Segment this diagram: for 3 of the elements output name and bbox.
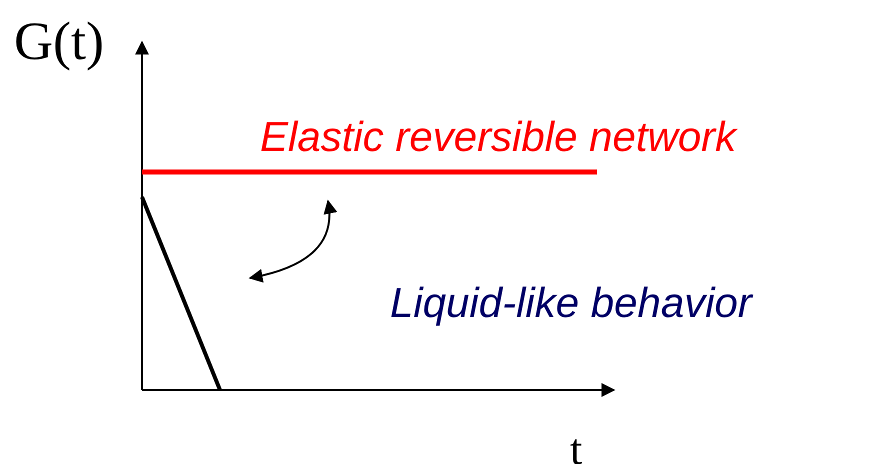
curve-label: Liquid-like behavior (390, 282, 752, 324)
axis-label: G(t) (14, 14, 104, 68)
curve-label: Elastic reversible network (260, 116, 736, 158)
